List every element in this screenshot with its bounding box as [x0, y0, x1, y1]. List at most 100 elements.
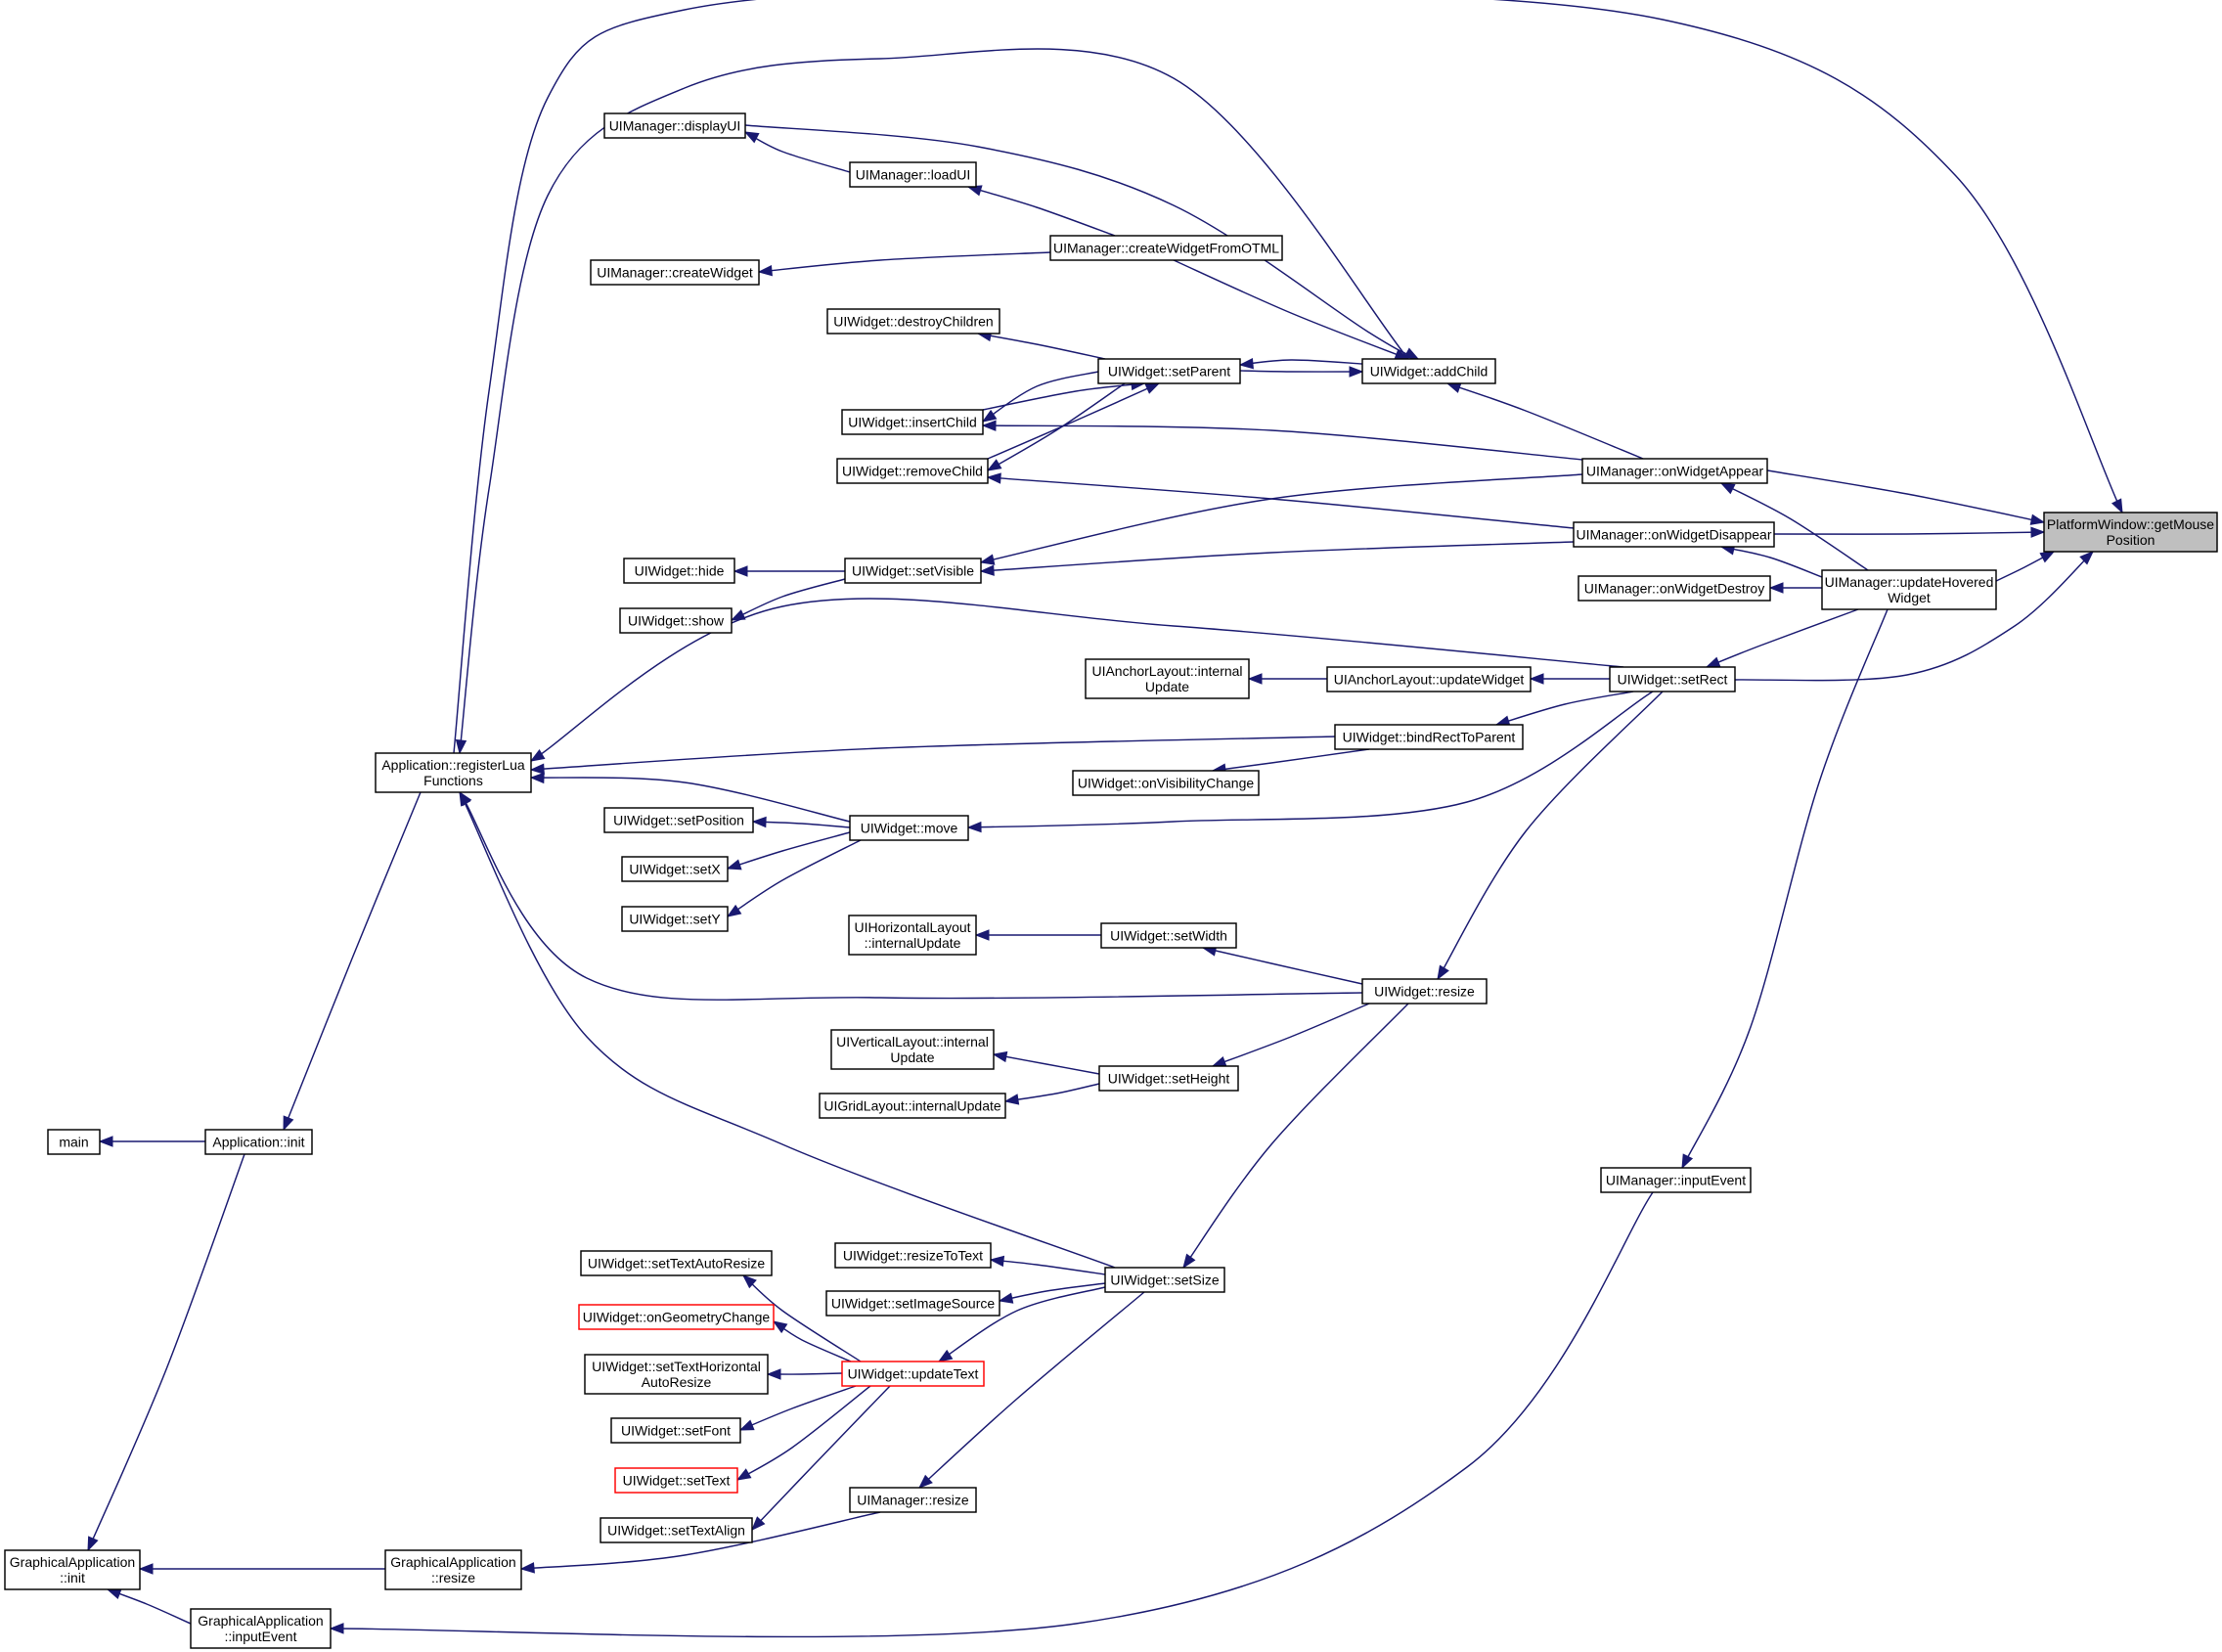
node-box[interactable]: [826, 308, 1000, 335]
node-setFont[interactable]: UIWidget::setFont: [610, 1417, 741, 1444]
node-box[interactable]: [830, 1029, 995, 1070]
node-inputEvent[interactable]: UIManager::inputEvent: [1600, 1167, 1752, 1193]
node-box[interactable]: [47, 1129, 101, 1155]
node-box[interactable]: [610, 1417, 741, 1444]
node-box[interactable]: [204, 1129, 313, 1155]
node-box[interactable]: [619, 607, 733, 634]
node-box[interactable]: [1609, 666, 1736, 692]
node-box[interactable]: [621, 906, 729, 932]
node-box[interactable]: [4, 1549, 141, 1590]
node-setVisible[interactable]: UIWidget::setVisible: [844, 558, 982, 584]
node-show[interactable]: UIWidget::show: [619, 607, 733, 634]
node-createWidget[interactable]: UIManager::createWidget: [590, 259, 760, 286]
node-setHeight[interactable]: UIWidget::setHeight: [1098, 1065, 1239, 1092]
node-box[interactable]: [1361, 978, 1488, 1005]
node-onVisibilityChange[interactable]: UIWidget::onVisibilityChange: [1072, 770, 1260, 796]
node-main[interactable]: main: [47, 1129, 101, 1155]
node-box[interactable]: [819, 1093, 1006, 1119]
node-bindRectToParent[interactable]: UIWidget::bindRectToParent: [1334, 724, 1524, 750]
node-box[interactable]: [1578, 575, 1771, 602]
node-box[interactable]: [1581, 458, 1768, 484]
node-box[interactable]: [580, 1250, 773, 1276]
node-box[interactable]: [1049, 235, 1283, 261]
node-gaInit[interactable]: GraphicalApplication::init: [4, 1549, 141, 1590]
node-box[interactable]: [1361, 358, 1496, 384]
node-box[interactable]: [1326, 666, 1532, 692]
node-insertChild[interactable]: UIWidget::insertChild: [841, 409, 984, 435]
node-hide[interactable]: UIWidget::hide: [623, 558, 735, 584]
node-setX[interactable]: UIWidget::setX: [621, 856, 729, 882]
node-setWidth[interactable]: UIWidget::setWidth: [1100, 922, 1237, 949]
node-box[interactable]: [623, 558, 735, 584]
node-box[interactable]: [841, 1361, 985, 1387]
node-move[interactable]: UIWidget::move: [849, 815, 969, 841]
node-resizeToText[interactable]: UIWidget::resizeToText: [834, 1242, 992, 1269]
node-addChild[interactable]: UIWidget::addChild: [1361, 358, 1496, 384]
node-box[interactable]: [190, 1608, 332, 1649]
node-box[interactable]: [384, 1549, 522, 1590]
node-box[interactable]: [1100, 922, 1237, 949]
node-box[interactable]: [848, 915, 977, 956]
node-box[interactable]: [841, 409, 984, 435]
node-box[interactable]: [844, 558, 982, 584]
node-box[interactable]: [825, 1290, 1000, 1317]
node-destroyChildren[interactable]: UIWidget::destroyChildren: [826, 308, 1000, 335]
node-box[interactable]: [1072, 770, 1260, 796]
node-box[interactable]: [600, 1517, 753, 1543]
node-uiManagerResize[interactable]: UIManager::resize: [849, 1487, 977, 1513]
node-box[interactable]: [1097, 358, 1241, 384]
node-box[interactable]: [849, 815, 969, 841]
node-box[interactable]: [849, 161, 977, 188]
node-onWidgetDisappear[interactable]: UIManager::onWidgetDisappear: [1573, 521, 1775, 548]
node-anchorInternalUpdate[interactable]: UIAnchorLayout::internalUpdate: [1085, 658, 1250, 699]
node-setRect[interactable]: UIWidget::setRect: [1609, 666, 1736, 692]
node-setTextAutoResize[interactable]: UIWidget::setTextAutoResize: [580, 1250, 773, 1276]
node-box[interactable]: [584, 1354, 769, 1395]
node-anchorUpdateWidget[interactable]: UIAnchorLayout::updateWidget: [1326, 666, 1532, 692]
node-setParent[interactable]: UIWidget::setParent: [1097, 358, 1241, 384]
node-hlInternalUpdate[interactable]: UIHorizontalLayout::internalUpdate: [848, 915, 977, 956]
node-box[interactable]: [1104, 1267, 1225, 1293]
node-displayUI[interactable]: UIManager::displayUI: [603, 112, 746, 139]
node-setImageSource[interactable]: UIWidget::setImageSource: [825, 1290, 1000, 1317]
node-box[interactable]: [621, 856, 729, 882]
node-loadUI[interactable]: UIManager::loadUI: [849, 161, 977, 188]
node-gaInputEvent[interactable]: GraphicalApplication::inputEvent: [190, 1608, 332, 1649]
node-setSize[interactable]: UIWidget::setSize: [1104, 1267, 1225, 1293]
node-box[interactable]: [603, 112, 746, 139]
node-setTextAlign[interactable]: UIWidget::setTextAlign: [600, 1517, 753, 1543]
node-gaResize[interactable]: GraphicalApplication::resize: [384, 1549, 522, 1590]
node-setPosition[interactable]: UIWidget::setPosition: [603, 807, 754, 833]
node-onGeometryChange[interactable]: UIWidget::onGeometryChange: [578, 1304, 775, 1330]
node-box[interactable]: [1821, 569, 1997, 610]
node-box[interactable]: [1334, 724, 1524, 750]
node-box[interactable]: [849, 1487, 977, 1513]
node-box[interactable]: [836, 458, 989, 484]
node-vlInternalUpdate[interactable]: UIVerticalLayout::internalUpdate: [830, 1029, 995, 1070]
node-box[interactable]: [375, 752, 532, 793]
node-onWidgetAppear[interactable]: UIManager::onWidgetAppear: [1581, 458, 1768, 484]
node-box[interactable]: [834, 1242, 992, 1269]
node-box[interactable]: [2043, 512, 2218, 553]
node-setText[interactable]: UIWidget::setText: [614, 1467, 738, 1494]
node-createWidgetFromOTML[interactable]: UIManager::createWidgetFromOTML: [1049, 235, 1283, 261]
node-onWidgetDestroy[interactable]: UIManager::onWidgetDestroy: [1578, 575, 1771, 602]
node-box[interactable]: [1098, 1065, 1239, 1092]
node-appInit[interactable]: Application::init: [204, 1129, 313, 1155]
node-box[interactable]: [614, 1467, 738, 1494]
node-removeChild[interactable]: UIWidget::removeChild: [836, 458, 989, 484]
node-setY[interactable]: UIWidget::setY: [621, 906, 729, 932]
node-box[interactable]: [1085, 658, 1250, 699]
node-updateText[interactable]: UIWidget::updateText: [841, 1361, 985, 1387]
node-box[interactable]: [1573, 521, 1775, 548]
node-glInternalUpdate[interactable]: UIGridLayout::internalUpdate: [819, 1093, 1006, 1119]
node-box[interactable]: [603, 807, 754, 833]
node-box[interactable]: [590, 259, 760, 286]
node-resize[interactable]: UIWidget::resize: [1361, 978, 1488, 1005]
node-box[interactable]: [578, 1304, 775, 1330]
node-box[interactable]: [1600, 1167, 1752, 1193]
